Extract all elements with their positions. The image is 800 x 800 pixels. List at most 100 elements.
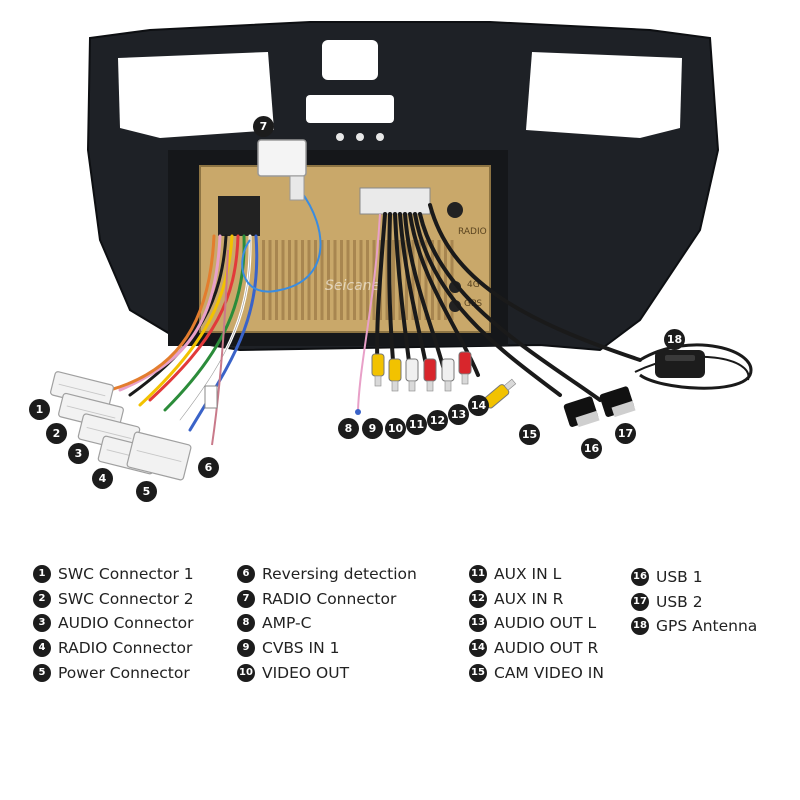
radio-connector-wire bbox=[241, 189, 322, 293]
legend-number: 11 bbox=[469, 565, 487, 584]
radio-connector-latch bbox=[289, 175, 305, 201]
legend-item: 7 RADIO Connector bbox=[237, 587, 417, 612]
legend-number: 6 bbox=[237, 565, 255, 584]
legend-number: 14 bbox=[469, 639, 487, 658]
heatsink-fin bbox=[307, 240, 311, 320]
callout-badge-12: 12 bbox=[427, 410, 448, 431]
heatsink-fin bbox=[340, 240, 343, 320]
heatsink-fin bbox=[359, 240, 363, 320]
legend-number: 15 bbox=[469, 663, 487, 682]
amp-c-wire bbox=[357, 213, 381, 411]
legend-label: RADIO Connector bbox=[262, 589, 397, 608]
heatsink-fin bbox=[392, 240, 395, 320]
legend-item: 16 USB 1 bbox=[631, 565, 757, 590]
legend-number: 3 bbox=[33, 614, 51, 633]
bezel-led-1 bbox=[336, 133, 344, 141]
legend-number: 12 bbox=[469, 589, 487, 608]
legend-number: 4 bbox=[33, 639, 51, 658]
heatsink-fin bbox=[314, 240, 317, 320]
heatsink-fin bbox=[327, 240, 330, 320]
callout-badge-15: 15 bbox=[519, 424, 540, 445]
legend-item: 4 RADIO Connector bbox=[33, 636, 194, 661]
callout-badge-8: 8 bbox=[338, 418, 359, 439]
heatsink-fin bbox=[281, 240, 285, 320]
callout-badge-7: 7 bbox=[253, 116, 274, 137]
heatsink-fin bbox=[444, 240, 447, 320]
legend-number: 13 bbox=[469, 614, 487, 633]
rca-cable-bundle bbox=[375, 203, 642, 402]
legend-label: SWC Connector 2 bbox=[58, 589, 194, 608]
legend-number: 9 bbox=[237, 639, 255, 658]
bezel-right-opening bbox=[526, 52, 682, 138]
legend-number: 5 bbox=[33, 663, 51, 682]
legend-number: 16 bbox=[631, 568, 649, 587]
bezel-led-2 bbox=[356, 133, 364, 141]
radio-antenna-jack bbox=[447, 202, 463, 218]
heatsink-fin bbox=[405, 240, 408, 320]
head-unit-illustration: RADIO 4G GPS Seicane bbox=[50, 21, 753, 481]
legend-number: 10 bbox=[237, 663, 255, 682]
wiring-diagram: RADIO 4G GPS Seicane bbox=[29, 21, 753, 502]
heatsink-fin bbox=[431, 240, 434, 320]
callout-badge-13: 13 bbox=[448, 404, 469, 425]
heatsink-fin bbox=[268, 240, 272, 320]
callout-badge-10: 10 bbox=[385, 418, 406, 439]
left-connectors bbox=[50, 371, 192, 481]
usb-1-plug bbox=[563, 396, 600, 428]
legend-label: AMP-C bbox=[262, 614, 312, 633]
heatsink-fin bbox=[275, 240, 278, 320]
heatsink-fin bbox=[262, 240, 265, 320]
legend-item: 13 AUDIO OUT L bbox=[469, 611, 604, 636]
legend-label: USB 1 bbox=[656, 568, 703, 587]
legend-label: AUX IN R bbox=[494, 589, 564, 608]
legend-label: GPS Antenna bbox=[656, 617, 758, 636]
legend-label: RADIO Connector bbox=[58, 639, 193, 658]
callout-badge-3: 3 bbox=[68, 443, 89, 464]
audio-out-r-plug bbox=[458, 351, 472, 385]
panel-label-4g: 4G bbox=[467, 280, 480, 290]
rca-socket bbox=[359, 187, 431, 215]
callout-badge-16: 16 bbox=[581, 438, 602, 459]
callout-badge-11: 11 bbox=[406, 414, 427, 435]
legend-label: SWC Connector 1 bbox=[58, 565, 194, 584]
legend-label: CVBS IN 1 bbox=[262, 639, 340, 658]
watermark: Seicane bbox=[325, 278, 380, 294]
heatsink-fin bbox=[418, 240, 421, 320]
gps-antenna bbox=[634, 343, 753, 390]
reverse-detection-wire bbox=[211, 249, 229, 446]
legend-label: AUDIO OUT R bbox=[494, 639, 599, 658]
cvbs-in-1-plug bbox=[371, 353, 385, 387]
heatsink-fin bbox=[333, 240, 337, 320]
heatsink-fin bbox=[424, 240, 428, 320]
audio-out-l-plug bbox=[441, 358, 455, 392]
heatsink-fin bbox=[366, 240, 369, 320]
legend-number: 7 bbox=[237, 589, 255, 608]
heatsink-fin bbox=[385, 240, 389, 320]
legend-number: 18 bbox=[631, 617, 649, 636]
usb-2-plug bbox=[599, 386, 636, 418]
radio-connector-plug bbox=[257, 139, 307, 177]
aux-in-r-plug bbox=[423, 358, 437, 392]
main-harness-socket bbox=[218, 196, 260, 236]
heatsink-fin bbox=[320, 240, 324, 320]
legend-label: CAM VIDEO IN bbox=[494, 663, 604, 682]
legend-label: AUDIO OUT L bbox=[494, 614, 597, 633]
callout-badge-6: 6 bbox=[198, 457, 219, 478]
callout-badge-9: 9 bbox=[362, 418, 383, 439]
legend-item: 9 CVBS IN 1 bbox=[237, 636, 417, 661]
legend-number: 17 bbox=[631, 592, 649, 611]
rca-plugs bbox=[371, 351, 517, 409]
